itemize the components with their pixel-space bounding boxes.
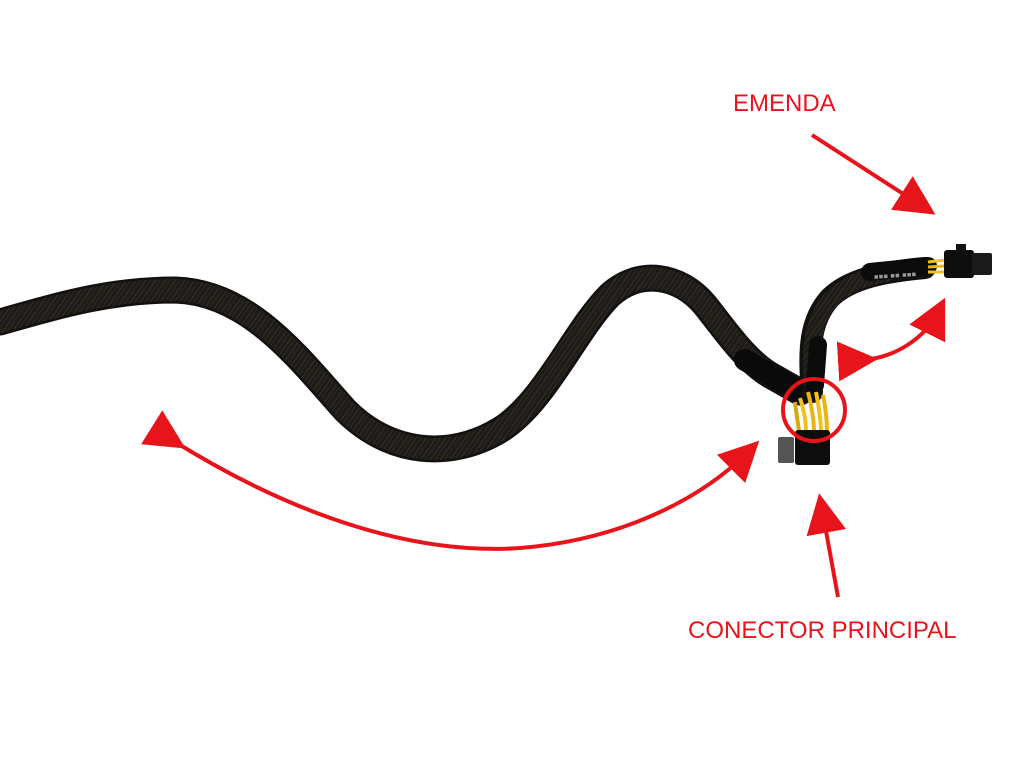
arrow-to-main-connector	[806, 493, 846, 598]
splice-connector	[927, 244, 992, 278]
printed-cable-marking: ▪▪▪ ▪▪ ▪▪▪	[874, 270, 917, 281]
branch-length-arrow	[836, 297, 946, 382]
main-connector-label: CONECTOR PRINCIPAL	[688, 617, 957, 644]
branch-cable: ▪▪▪ ▪▪ ▪▪▪	[799, 257, 937, 403]
main-length-arrow	[141, 410, 760, 551]
splice-label: EMENDA	[733, 90, 836, 117]
main-cable	[0, 264, 814, 463]
annotation-layer	[141, 133, 946, 598]
arrow-to-splice	[810, 133, 936, 215]
highlight-circle	[781, 377, 847, 443]
